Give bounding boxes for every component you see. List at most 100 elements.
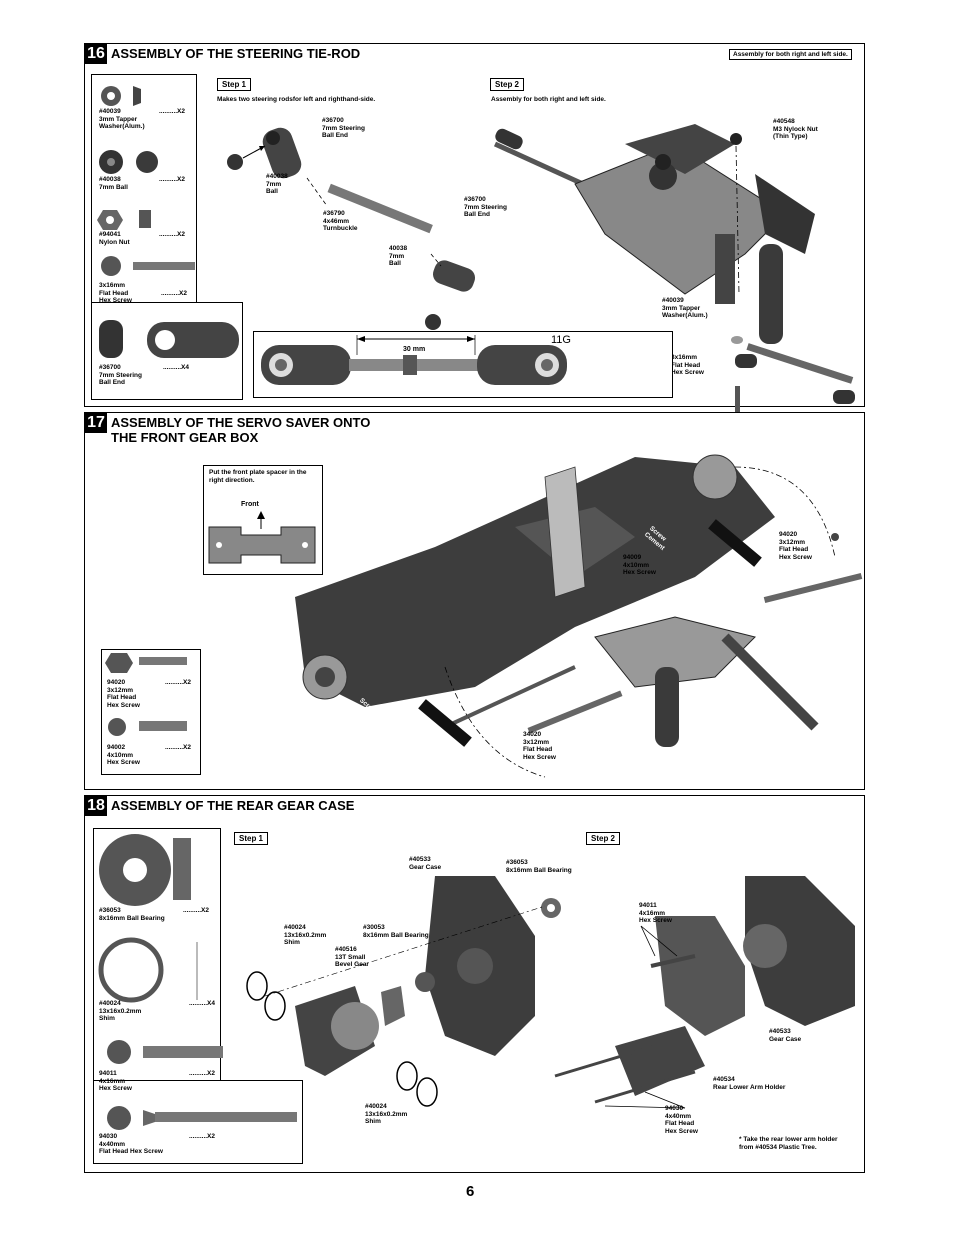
shim-icon: [98, 937, 164, 1003]
parts-illustrations-17: [105, 653, 187, 736]
servo-saver-plate-17: [594, 616, 756, 688]
front-chassis: [295, 457, 775, 707]
step2-label-18: Step 2: [586, 832, 621, 845]
spacer-note: Put the front plate spacer in the right …: [209, 469, 307, 484]
flat-screw-head-icon: [105, 653, 133, 673]
callout-hex16: 94011 4x16mm Hex Screw: [639, 902, 672, 924]
flat-head-screw-side-icon: [155, 1112, 297, 1122]
callout-screw: 3x16mm Flat Head Hex Screw: [671, 354, 704, 376]
footnote: * Take the rear lower arm holder from #4…: [739, 1136, 838, 1151]
shim-bottom-a: [396, 1061, 418, 1091]
nylon-nut-side-icon: [139, 210, 151, 228]
callout-ballend-top: #36700 7mm Steering Ball End: [322, 117, 365, 139]
screw-cement-tag-bottom: [418, 699, 472, 747]
section-title-18: ASSEMBLY OF THE REAR GEAR CASE: [111, 798, 355, 813]
flat-screw-40-b: [594, 1070, 696, 1104]
flat-screw-head-icon: [101, 256, 121, 276]
section-title-17: ASSEMBLY OF THE SERVO SAVER ONTO THE FRO…: [111, 415, 371, 445]
step-number-16: 16: [85, 44, 107, 64]
shim-top-a: [246, 971, 268, 1001]
parts-illustrations-16: [97, 86, 239, 358]
callout-turnbuckle: #36790 4x46mm Turnbuckle: [323, 210, 358, 232]
ball-bottom: [425, 314, 441, 330]
part-label: #36700 7mm Steering Ball End: [99, 364, 142, 386]
callout-gearcase2: #40533 Gear Case: [769, 1028, 802, 1043]
section-17: 17 ASSEMBLY OF THE SERVO SAVER ONTO THE …: [84, 412, 865, 790]
callout-shim-bottom: #40024 13x16x0.2mm Shim: [365, 1103, 408, 1125]
turnbuckle: [327, 183, 433, 234]
ball-left: [227, 154, 243, 170]
part-qty: ..........X2: [165, 744, 192, 751]
step1-label-18: Step 1: [234, 832, 269, 845]
part-label: #94041 Nylon Nut: [99, 231, 130, 246]
callout-screw-right: 94020 3x12mm Flat Head Hex Screw: [779, 531, 812, 561]
flat-screw-side-icon: [139, 657, 187, 665]
ball-bearing-side-icon: [173, 838, 191, 900]
code-label: 11G: [551, 334, 571, 346]
callout-bevel: #40516 13T Small Bevel Gear: [335, 946, 369, 968]
callout-bearing-top: #36053 8x16mm Ball Bearing: [506, 859, 572, 874]
corner-note: Assembly for both right and left side.: [729, 49, 852, 60]
section-title-16: ASSEMBLY OF THE STEERING TIE-ROD: [111, 46, 361, 61]
section-18: 18 ASSEMBLY OF THE REAR GEAR CASE #36053…: [84, 795, 865, 1173]
part-qty: ..........X2: [189, 1133, 216, 1140]
callout-arm-holder: #40534 Rear Lower Arm Holder: [713, 1076, 786, 1091]
ball-end-side-icon: [99, 320, 123, 358]
bevel-gear: [381, 986, 405, 1026]
dimension-label: 30 mm: [403, 346, 426, 353]
hex-screw-head-icon: [108, 718, 126, 736]
flat-head-screw-icon: [107, 1106, 131, 1130]
part-label: #40038 7mm Ball: [99, 176, 128, 191]
front-spacer-diagram: [208, 511, 316, 564]
callout-shim-top: #40024 13x16x0.2mm Shim: [284, 924, 327, 946]
part-label: 94030 4x40mm Flat Head Hex Screw: [99, 1133, 163, 1155]
part-label: #40024 13x16x0.2mm Shim: [99, 1000, 142, 1022]
part-qty: ..........X4: [189, 1000, 216, 1007]
post-right: [759, 244, 783, 344]
part-qty: ..........X2: [183, 907, 210, 914]
part-label: 94002 4x10mm Hex Screw: [107, 744, 140, 766]
screw-cement-tag-top: [708, 519, 762, 567]
spacer-plate: [208, 526, 316, 564]
step2-description-16: Assembly for both right and left side.: [491, 96, 606, 103]
part-qty: ..........X4: [163, 364, 190, 371]
callout-screw-bottom: 34020 3x12mm Flat Head Hex Screw: [523, 731, 556, 761]
part-label: 94020 3x12mm Flat Head Hex Screw: [107, 679, 140, 709]
tie-rod-assembled: [746, 343, 854, 384]
hex-screw-16: [650, 954, 696, 968]
ball-end-top-icon: [147, 322, 239, 358]
shim-top-b: [264, 991, 286, 1021]
ball-bearing-mid: [415, 972, 435, 992]
callout-nylock: #40548 M3 Nylock Nut (Thin Type): [773, 118, 818, 140]
callout-ball-bottom: 40038 7mm Ball: [389, 245, 408, 267]
part-qty: ..........X2: [165, 679, 192, 686]
hex-screw-head-icon: [107, 1040, 131, 1064]
callout-ballend-right: #36700 7mm Steering Ball End: [464, 196, 507, 218]
rear-gearcase-exploded-view: [246, 876, 561, 1107]
tapper-washer-side-icon: [133, 86, 141, 106]
part-qty: ..........X2: [159, 108, 186, 115]
gear-hub-right: [692, 454, 738, 500]
shim-bottom-b: [416, 1077, 438, 1107]
part-label: #36053 8x16mm Ball Bearing: [99, 907, 165, 922]
front-label: Front: [241, 501, 259, 508]
step1-description-16: Makes two steering rodsfor left and righ…: [217, 96, 376, 103]
flat-screw-side-icon: [133, 262, 195, 270]
callout-ball-left: #40038 7mm Ball: [266, 173, 288, 195]
callout-screw-mid: 94009 4x10mm Hex Screw: [623, 554, 656, 576]
hex-screw-side-icon: [139, 721, 187, 731]
nylock-nut: [730, 133, 742, 145]
callout-flat40: 94030 4x40mm Flat Head Hex Screw: [665, 1105, 698, 1135]
flat-screw-40-a: [554, 1044, 656, 1078]
step-number-18: 18: [85, 796, 107, 816]
callout-bearing-mid: #30053 8x16mm Ball Bearing: [363, 924, 429, 939]
ball-side-icon: [136, 151, 158, 173]
part-qty: ..........X2: [159, 176, 186, 183]
page-number: 6: [466, 1183, 475, 1200]
gear-case-assembled: [745, 876, 855, 1026]
part-qty: ..........X2: [189, 1070, 216, 1077]
post-17: [655, 667, 679, 747]
part-label: 3x16mm Flat Head Hex Screw: [99, 282, 132, 304]
ball-end-right: [432, 260, 476, 292]
rear-gearcase-step2-view: [554, 876, 855, 1109]
